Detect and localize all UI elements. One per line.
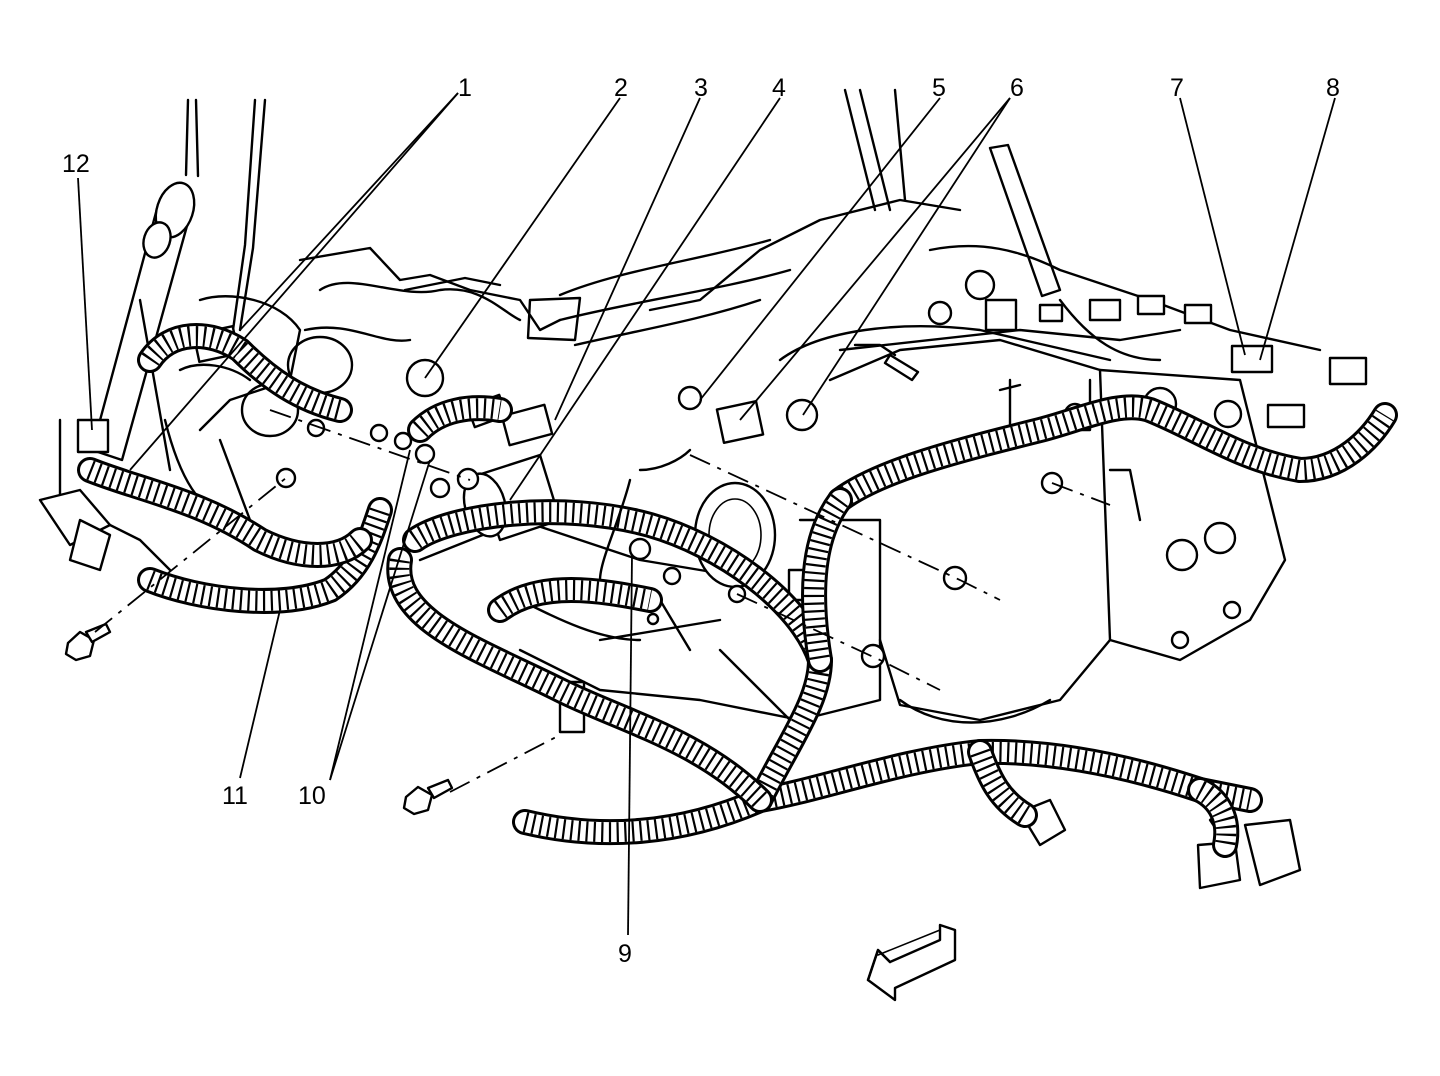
wiring-harness	[77, 298, 1398, 858]
harness-main-lower	[512, 738, 1263, 846]
bolt-lower-center	[402, 778, 454, 816]
harness-center-lower	[386, 547, 773, 813]
callout-1: 1	[458, 74, 472, 102]
callout-8: 8	[1326, 74, 1340, 102]
leader-lines	[77, 92, 1336, 936]
harness-center-up	[487, 577, 663, 623]
harness-branch-right-end	[1187, 777, 1240, 858]
callout-5: 5	[932, 74, 946, 102]
harness-right-upper	[827, 394, 1398, 513]
callout-11: 11	[222, 782, 248, 810]
callout-9: 9	[618, 940, 632, 968]
alignment-lines	[94, 409, 1111, 793]
front-direction-arrow-icon	[866, 923, 957, 1002]
callout-labels: 1 2 3 4 5 6 7 8 9 10 11 12	[62, 74, 1340, 968]
callout-10: 10	[298, 782, 326, 810]
callout-2: 2	[614, 74, 628, 102]
engine-transmission-outline	[38, 88, 1322, 724]
callout-7: 7	[1170, 74, 1184, 102]
harness-center-loop	[402, 499, 833, 813]
harness-branch-mid-end	[967, 739, 1038, 828]
harness-right-drop	[801, 487, 853, 673]
callout-3: 3	[694, 74, 708, 102]
harness-mid-small	[407, 395, 513, 443]
callout-12: 12	[62, 150, 90, 178]
callout-6: 6	[1010, 74, 1024, 102]
harness-left-wrap	[77, 457, 373, 568]
bolt-left	[64, 622, 112, 662]
harness-left-upper	[137, 323, 353, 423]
callout-4: 4	[772, 74, 786, 102]
